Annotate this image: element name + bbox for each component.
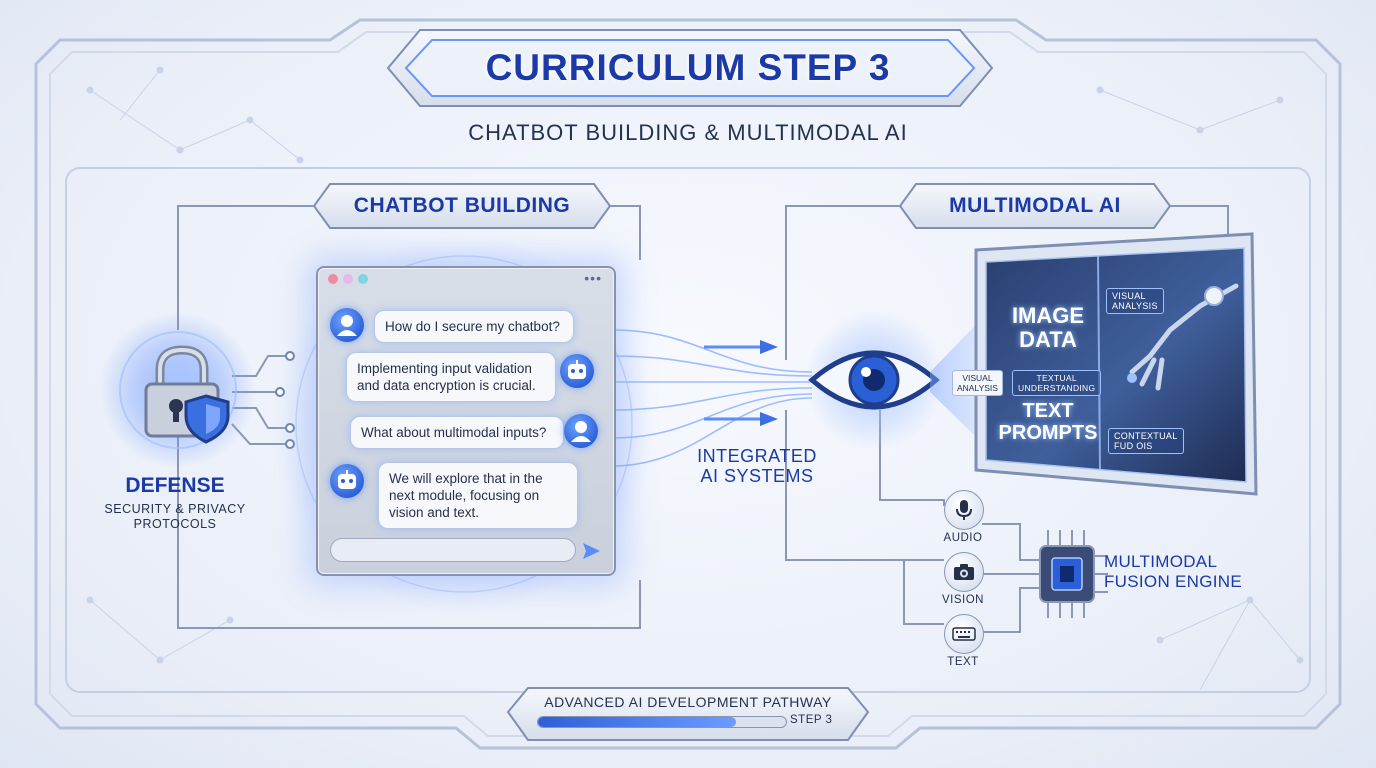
screen-tag-line-2: ANALYSIS — [1112, 301, 1158, 311]
progress-bar — [537, 716, 787, 728]
text-prompts-label: TEXT PROMPTS — [994, 400, 1102, 444]
screen-tag-line-1: VISUAL — [1112, 291, 1146, 301]
page-title: CURRICULUM STEP 3 — [485, 47, 891, 88]
image-data-line-1: IMAGE — [1011, 303, 1085, 328]
defense-title: DEFENSE — [125, 474, 225, 497]
user-avatar — [564, 414, 598, 448]
image-data-label: IMAGE DATA — [994, 304, 1102, 352]
page-subtitle: CHATBOT BUILDING & MULTIMODAL AI — [468, 120, 908, 145]
chat-window: ••• How do I secure my chatbot? Implemen… — [316, 266, 616, 576]
audio-label: AUDIO — [943, 532, 983, 544]
integrated-line-2: AI SYSTEMS — [700, 466, 814, 486]
user-icon — [571, 421, 591, 442]
defense-subtitle-line-2: PROTOCOLS — [133, 517, 217, 531]
bot-avatar — [330, 464, 364, 498]
visual-analysis-screen-tag: VISUAL ANALYSIS — [1106, 288, 1164, 314]
multimodal-screen: IMAGE DATA TEXTUAL UNDERSTANDING TEXT PR… — [982, 260, 1250, 482]
chat-message-bot: We will explore that in the next module,… — [378, 462, 578, 529]
integrated-ai-label: INTEGRATED AI SYSTEMS — [672, 446, 842, 486]
title-plate: CURRICULUM STEP 3 — [388, 32, 988, 104]
user-avatar — [330, 308, 364, 342]
integrated-line-1: INTEGRATED — [697, 446, 817, 466]
defense-subtitle: SECURITY & PRIVACY PROTOCOLS — [90, 502, 260, 532]
vision-label: VISION — [942, 594, 984, 606]
multimodal-ai-heading: MULTIMODAL AI — [949, 194, 1121, 217]
textual-tag-line-1: TEXTUAL — [1036, 373, 1077, 383]
text-prompts-line-1: TEXT — [1022, 400, 1074, 422]
progress-fill — [538, 717, 737, 727]
window-dot-cyan — [358, 274, 368, 284]
shield-icon — [184, 394, 230, 444]
contextual-fusion-tag: CONTEXTUAL FUD OIS — [1108, 428, 1184, 454]
contextual-tag-line-1: CONTEXTUAL — [1114, 431, 1178, 441]
robot-icon — [568, 360, 586, 379]
camera-icon — [954, 564, 974, 580]
audio-node — [944, 490, 984, 530]
textual-tag-line-2: UNDERSTANDING — [1018, 383, 1096, 393]
chat-message-user: What about multimodal inputs? — [350, 416, 564, 449]
image-data-line-2: DATA — [1019, 327, 1077, 352]
fusion-line-1: MULTIMODAL — [1104, 552, 1218, 571]
eye-icon — [808, 350, 940, 410]
window-dot-pink — [343, 274, 353, 284]
footer-title: ADVANCED AI DEVELOPMENT PATHWAY — [544, 694, 832, 710]
padlock-icon — [144, 345, 230, 444]
fusion-engine-label: MULTIMODAL FUSION ENGINE — [1104, 552, 1274, 592]
fusion-line-2: FUSION ENGINE — [1104, 572, 1243, 591]
chatbot-building-heading: CHATBOT BUILDING — [353, 194, 571, 217]
microphone-icon — [956, 500, 972, 520]
chat-input[interactable] — [330, 538, 576, 562]
vision-node — [944, 552, 984, 592]
fusion-chip-icon — [1039, 530, 1108, 618]
text-prompts-line-2: PROMPTS — [998, 422, 1098, 444]
send-icon[interactable] — [580, 540, 602, 562]
visual-analysis-tag-line-1: VISUAL — [962, 373, 993, 383]
defense-subtitle-line-1: SECURITY & PRIVACY — [104, 502, 246, 516]
visual-analysis-tag: VISUAL ANALYSIS — [952, 370, 1003, 396]
chat-message-bot: Implementing input validation and data e… — [346, 352, 556, 402]
window-menu-icon[interactable]: ••• — [584, 270, 602, 286]
window-dot-red — [328, 274, 338, 284]
user-icon — [337, 315, 357, 336]
text-node — [944, 614, 984, 654]
textual-understanding-tag: TEXTUAL UNDERSTANDING — [1012, 370, 1102, 396]
visual-analysis-tag-line-2: ANALYSIS — [957, 383, 998, 393]
contextual-tag-line-2: FUD OIS — [1114, 441, 1153, 451]
chat-message-user: How do I secure my chatbot? — [374, 310, 574, 343]
bot-avatar — [560, 354, 594, 388]
text-label: TEXT — [947, 656, 979, 668]
robot-icon — [338, 470, 356, 489]
keyboard-icon — [952, 627, 976, 641]
step-label: STEP 3 — [790, 714, 833, 726]
